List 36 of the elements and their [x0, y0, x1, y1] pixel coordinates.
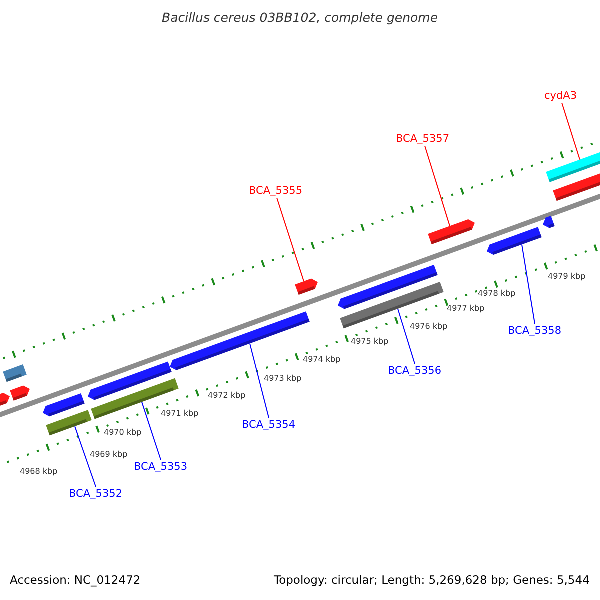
leader-line: [250, 343, 270, 418]
scale-label: 4971 kbp: [161, 410, 199, 418]
footer-text: Topology: circular; Length: 5,269,628 bp; Genes: 5,544: [274, 575, 590, 586]
leader-line: [276, 198, 304, 282]
gene-feature: [295, 278, 318, 296]
scale-label: 4970 kbp: [104, 429, 142, 437]
scale-label: 4978 kbp: [478, 290, 516, 298]
scale-label: 4979 kbp: [548, 273, 586, 281]
gene-label: BCA_5357: [396, 134, 450, 144]
gene-label: BCA_5352: [69, 488, 123, 499]
scale-label: 4975 kbp: [351, 338, 389, 346]
gene-bar: [91, 378, 179, 420]
scale-label: 4969 kbp: [90, 451, 128, 459]
scale-label: 4976 kbp: [410, 323, 448, 331]
leader-line: [424, 146, 450, 227]
gene-feature: [428, 220, 475, 244]
gene-feature: [487, 227, 542, 256]
leader-line: [562, 102, 580, 160]
leader-line: [142, 402, 162, 460]
gene-label: BCA_5355: [249, 186, 303, 196]
gene-label: cydA3: [544, 90, 578, 101]
scale-label: 4973 kbp: [264, 375, 302, 383]
gene-label: BCA_5358: [508, 326, 562, 336]
gene-bar: [546, 150, 600, 182]
leader-line: [74, 426, 96, 488]
gene-label: BCA_5354: [242, 420, 296, 430]
title: Bacillus cereus 03BB102, complete genome: [162, 12, 438, 24]
scale-label: 4968 kbp: [20, 468, 58, 476]
leader-line: [398, 308, 416, 364]
gene-label: BCA_5356: [388, 366, 442, 376]
gene-label: BCA_5353: [134, 462, 188, 472]
scale-label: 4974 kbp: [303, 356, 341, 364]
leader-line: [522, 244, 536, 324]
footer-text: Accession: NC_012472: [10, 575, 141, 586]
scale-label: 4972 kbp: [208, 392, 246, 400]
gene-bar: [46, 410, 92, 436]
